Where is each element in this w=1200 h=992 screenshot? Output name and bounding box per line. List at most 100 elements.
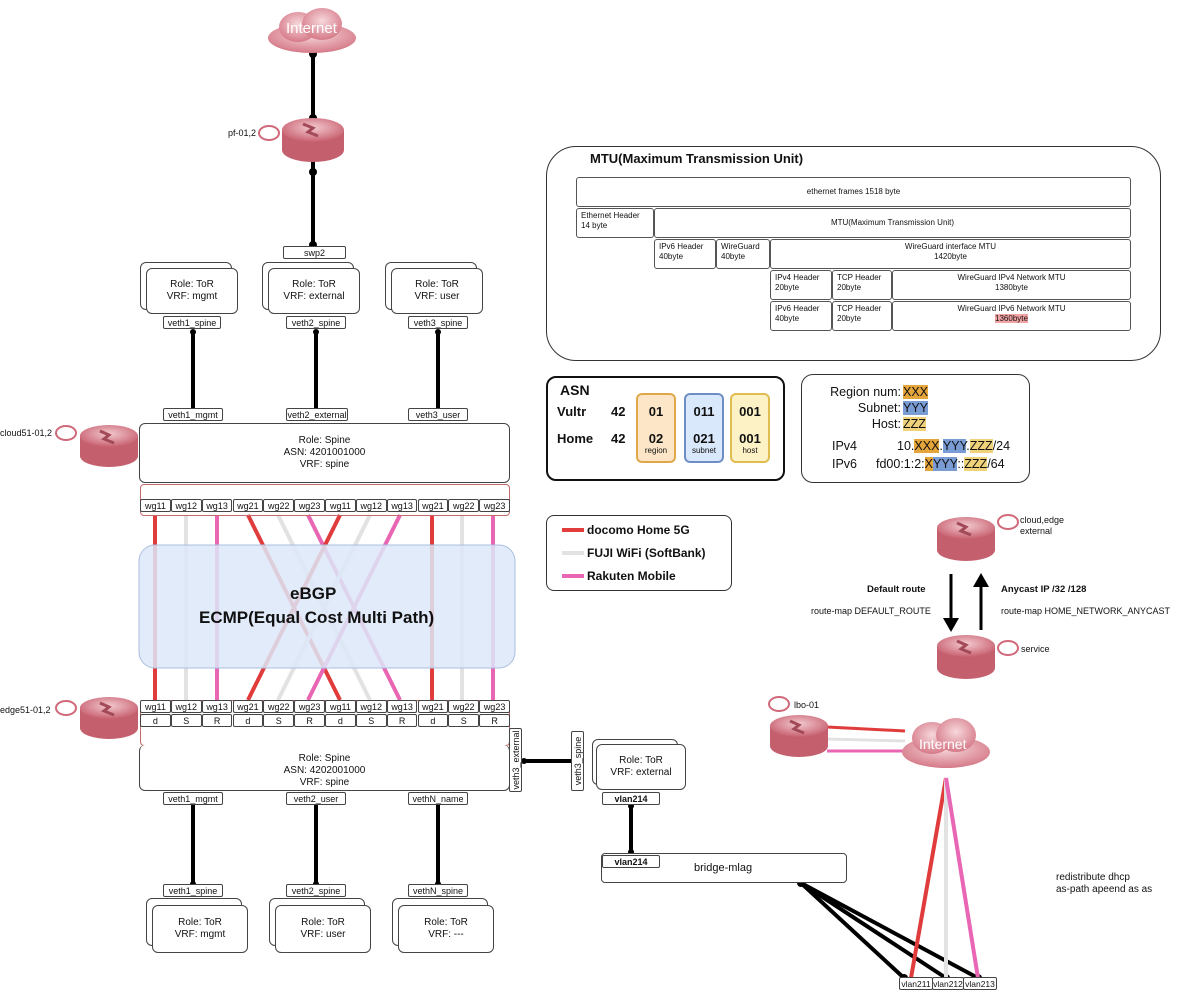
tor-external-edge-port[interactable]: vlan214: [602, 792, 660, 805]
wg-sub-d: d: [325, 714, 356, 727]
wg-port-wg22[interactable]: wg22: [263, 499, 295, 512]
internet-right-label: Internet: [919, 736, 967, 752]
wg-port-wg13[interactable]: wg13: [386, 700, 418, 713]
wg-port-wg12[interactable]: wg12: [170, 700, 202, 713]
ipv4-pattern: 10.XXX.YYY.ZZZ/24: [897, 439, 1011, 453]
wg-port-wg12[interactable]: wg12: [355, 499, 387, 512]
wg-sub-S: S: [170, 714, 202, 727]
wg-port-wg12[interactable]: wg12: [170, 499, 202, 512]
wg-port-wg22[interactable]: wg22: [448, 499, 480, 512]
wg-sub-R: R: [294, 714, 325, 727]
default-route-label: Default route: [867, 584, 926, 595]
cloud-port-external[interactable]: veth2_external: [286, 408, 348, 421]
tor-mgmt-top-port[interactable]: veth1_spine: [163, 316, 221, 329]
wg-port-wg21[interactable]: wg21: [417, 499, 449, 512]
internet-right-cloud-icon: [902, 718, 990, 768]
bridge-label: bridge-mlag: [694, 862, 753, 874]
asn-panel: [546, 376, 785, 481]
edge-port-mgmt[interactable]: veth1_mgmt: [163, 792, 223, 805]
vlan213-port[interactable]: vlan213: [963, 977, 997, 990]
wg-port-wg21[interactable]: wg21: [232, 499, 264, 512]
cloud-port-mgmt[interactable]: veth1_mgmt: [163, 408, 223, 421]
vlan212-port[interactable]: vlan212: [932, 977, 964, 990]
edge-port-name[interactable]: vethN_name: [408, 792, 468, 805]
service-label: service: [1021, 644, 1050, 654]
mtu-row-cell: MTU(Maximum Transmission Unit): [654, 208, 1131, 238]
legend-rakuten: Rakuten Mobile: [587, 569, 676, 583]
pf-router-label: pf-01,2: [228, 128, 257, 138]
router-cloud51-icon: [80, 425, 138, 467]
wg-port-wg13[interactable]: wg13: [201, 499, 233, 512]
wg-port-wg11[interactable]: wg11: [325, 499, 356, 512]
wg-port-wg23[interactable]: wg23: [294, 700, 325, 713]
tor-user-top-port[interactable]: veth3_spine: [408, 316, 468, 329]
bridge-mlag[interactable]: [601, 853, 847, 883]
asn-host-column: 001 001 host: [730, 393, 770, 463]
tor-mgmt-bottom-port[interactable]: veth1_spine: [163, 884, 223, 897]
vlan211-port[interactable]: vlan211: [899, 977, 933, 990]
wg-port-wg13[interactable]: wg13: [201, 700, 233, 713]
ipv6-pattern: fd00:1:2:XYYY::ZZZ/64: [876, 457, 1005, 471]
veth3-spine-port[interactable]: veth3_spine: [571, 731, 584, 791]
ebgp-area: [138, 544, 516, 669]
wg-port-wg11[interactable]: wg11: [140, 700, 171, 713]
asn-title: ASN: [560, 382, 590, 398]
mtu-title: MTU(Maximum Transmission Unit): [590, 151, 804, 166]
wg-sub-S: S: [448, 714, 480, 727]
lbo-label: lbo-01: [794, 700, 820, 710]
cloud-port-user[interactable]: veth3_user: [408, 408, 468, 421]
wg-port-wg13[interactable]: wg13: [386, 499, 418, 512]
edge-spine[interactable]: Role: Spine ASN: 4202001000 VRF: spine: [139, 745, 510, 791]
veth3-external-port[interactable]: veth3_external: [509, 728, 522, 792]
asn-region-column: 01 02 region: [636, 393, 676, 463]
wg-port-wg23[interactable]: wg23: [294, 499, 325, 512]
cloud-spine[interactable]: Role: Spine ASN: 4201001000 VRF: spine: [139, 423, 510, 483]
internet-cloud-icon: [268, 8, 356, 53]
wg-port-wg22[interactable]: wg22: [448, 700, 480, 713]
edge51-router-label: edge51-01,2: [0, 705, 51, 715]
route-map-anycast-label: route-map HOME_NETWORK_ANYCAST: [1001, 606, 1171, 616]
wg-port-wg22[interactable]: wg22: [263, 700, 295, 713]
router-pf-icon: [282, 118, 344, 162]
wg-port-wg21[interactable]: wg21: [417, 700, 449, 713]
asn-row-vultr-prefix: 42: [611, 404, 626, 419]
wg-port-wg11[interactable]: wg11: [325, 700, 356, 713]
bridge-port-vlan214[interactable]: vlan214: [602, 855, 660, 868]
wg-port-wg12[interactable]: wg12: [355, 700, 387, 713]
wg-port-wg21[interactable]: wg21: [232, 700, 264, 713]
tor-external-top-port[interactable]: veth2_spine: [286, 316, 346, 329]
wg-sub-d: d: [232, 714, 264, 727]
wg-sub-S: S: [355, 714, 387, 727]
router-lbo-icon: [770, 715, 828, 757]
router-edge51-icon: [80, 697, 138, 739]
wg-port-wg23[interactable]: wg23: [479, 499, 510, 512]
tor-none-bottom-port[interactable]: vethN_spine: [408, 884, 468, 897]
tor-user-bottom-port[interactable]: veth2_spine: [286, 884, 346, 897]
cloud51-router-label: cloud51-01,2: [0, 428, 53, 438]
swp2-port[interactable]: swp2: [283, 246, 346, 259]
edge-port-user[interactable]: veth2_user: [286, 792, 346, 805]
mtu-panel: [546, 146, 1161, 361]
wg-port-wg23[interactable]: wg23: [479, 700, 510, 713]
wg-sub-S: S: [263, 714, 295, 727]
wg-port-wg11[interactable]: wg11: [140, 499, 171, 512]
wg-sub-R: R: [201, 714, 233, 727]
ethernet-frames-cell: ethernet frames 1518 byte: [576, 177, 1131, 207]
